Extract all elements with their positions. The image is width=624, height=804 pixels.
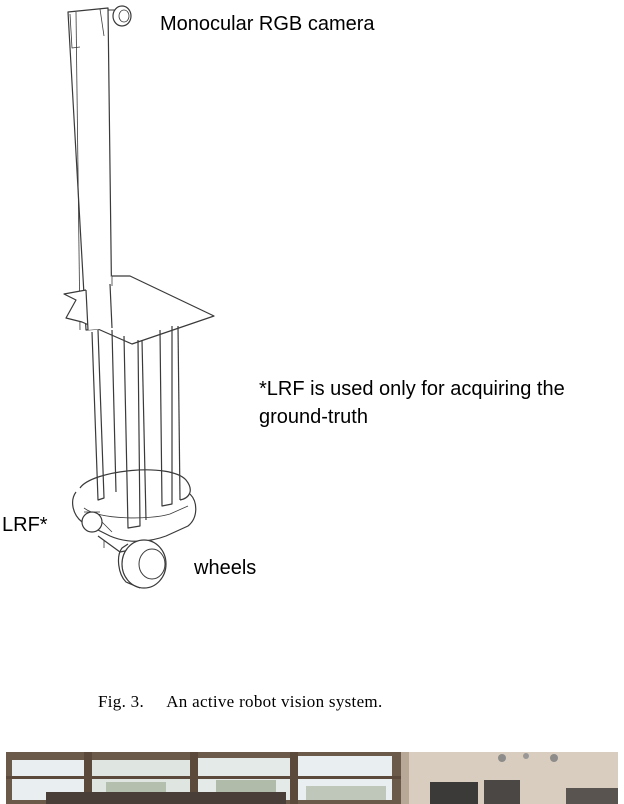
lrf-note-line1: *LRF is used only for acquiring the — [259, 378, 565, 400]
lrf-sensor — [81, 511, 113, 533]
camera-label: Monocular RGB camera — [160, 13, 375, 35]
wheel — [117, 539, 167, 589]
figure-caption-text: An active robot vision system. — [166, 692, 383, 711]
lrf-note-line2: ground-truth — [259, 406, 368, 428]
figure-number: Fig. 3. — [98, 692, 145, 711]
base — [72, 469, 197, 553]
robot-illustration — [63, 5, 215, 589]
room-photo — [6, 752, 618, 804]
lrf-label: LRF* — [2, 514, 48, 536]
wheels-label: wheels — [194, 557, 257, 579]
camera-knob — [108, 5, 132, 27]
figure-caption: Fig. 3. An active robot vision system. — [98, 692, 383, 712]
posts — [91, 325, 181, 529]
